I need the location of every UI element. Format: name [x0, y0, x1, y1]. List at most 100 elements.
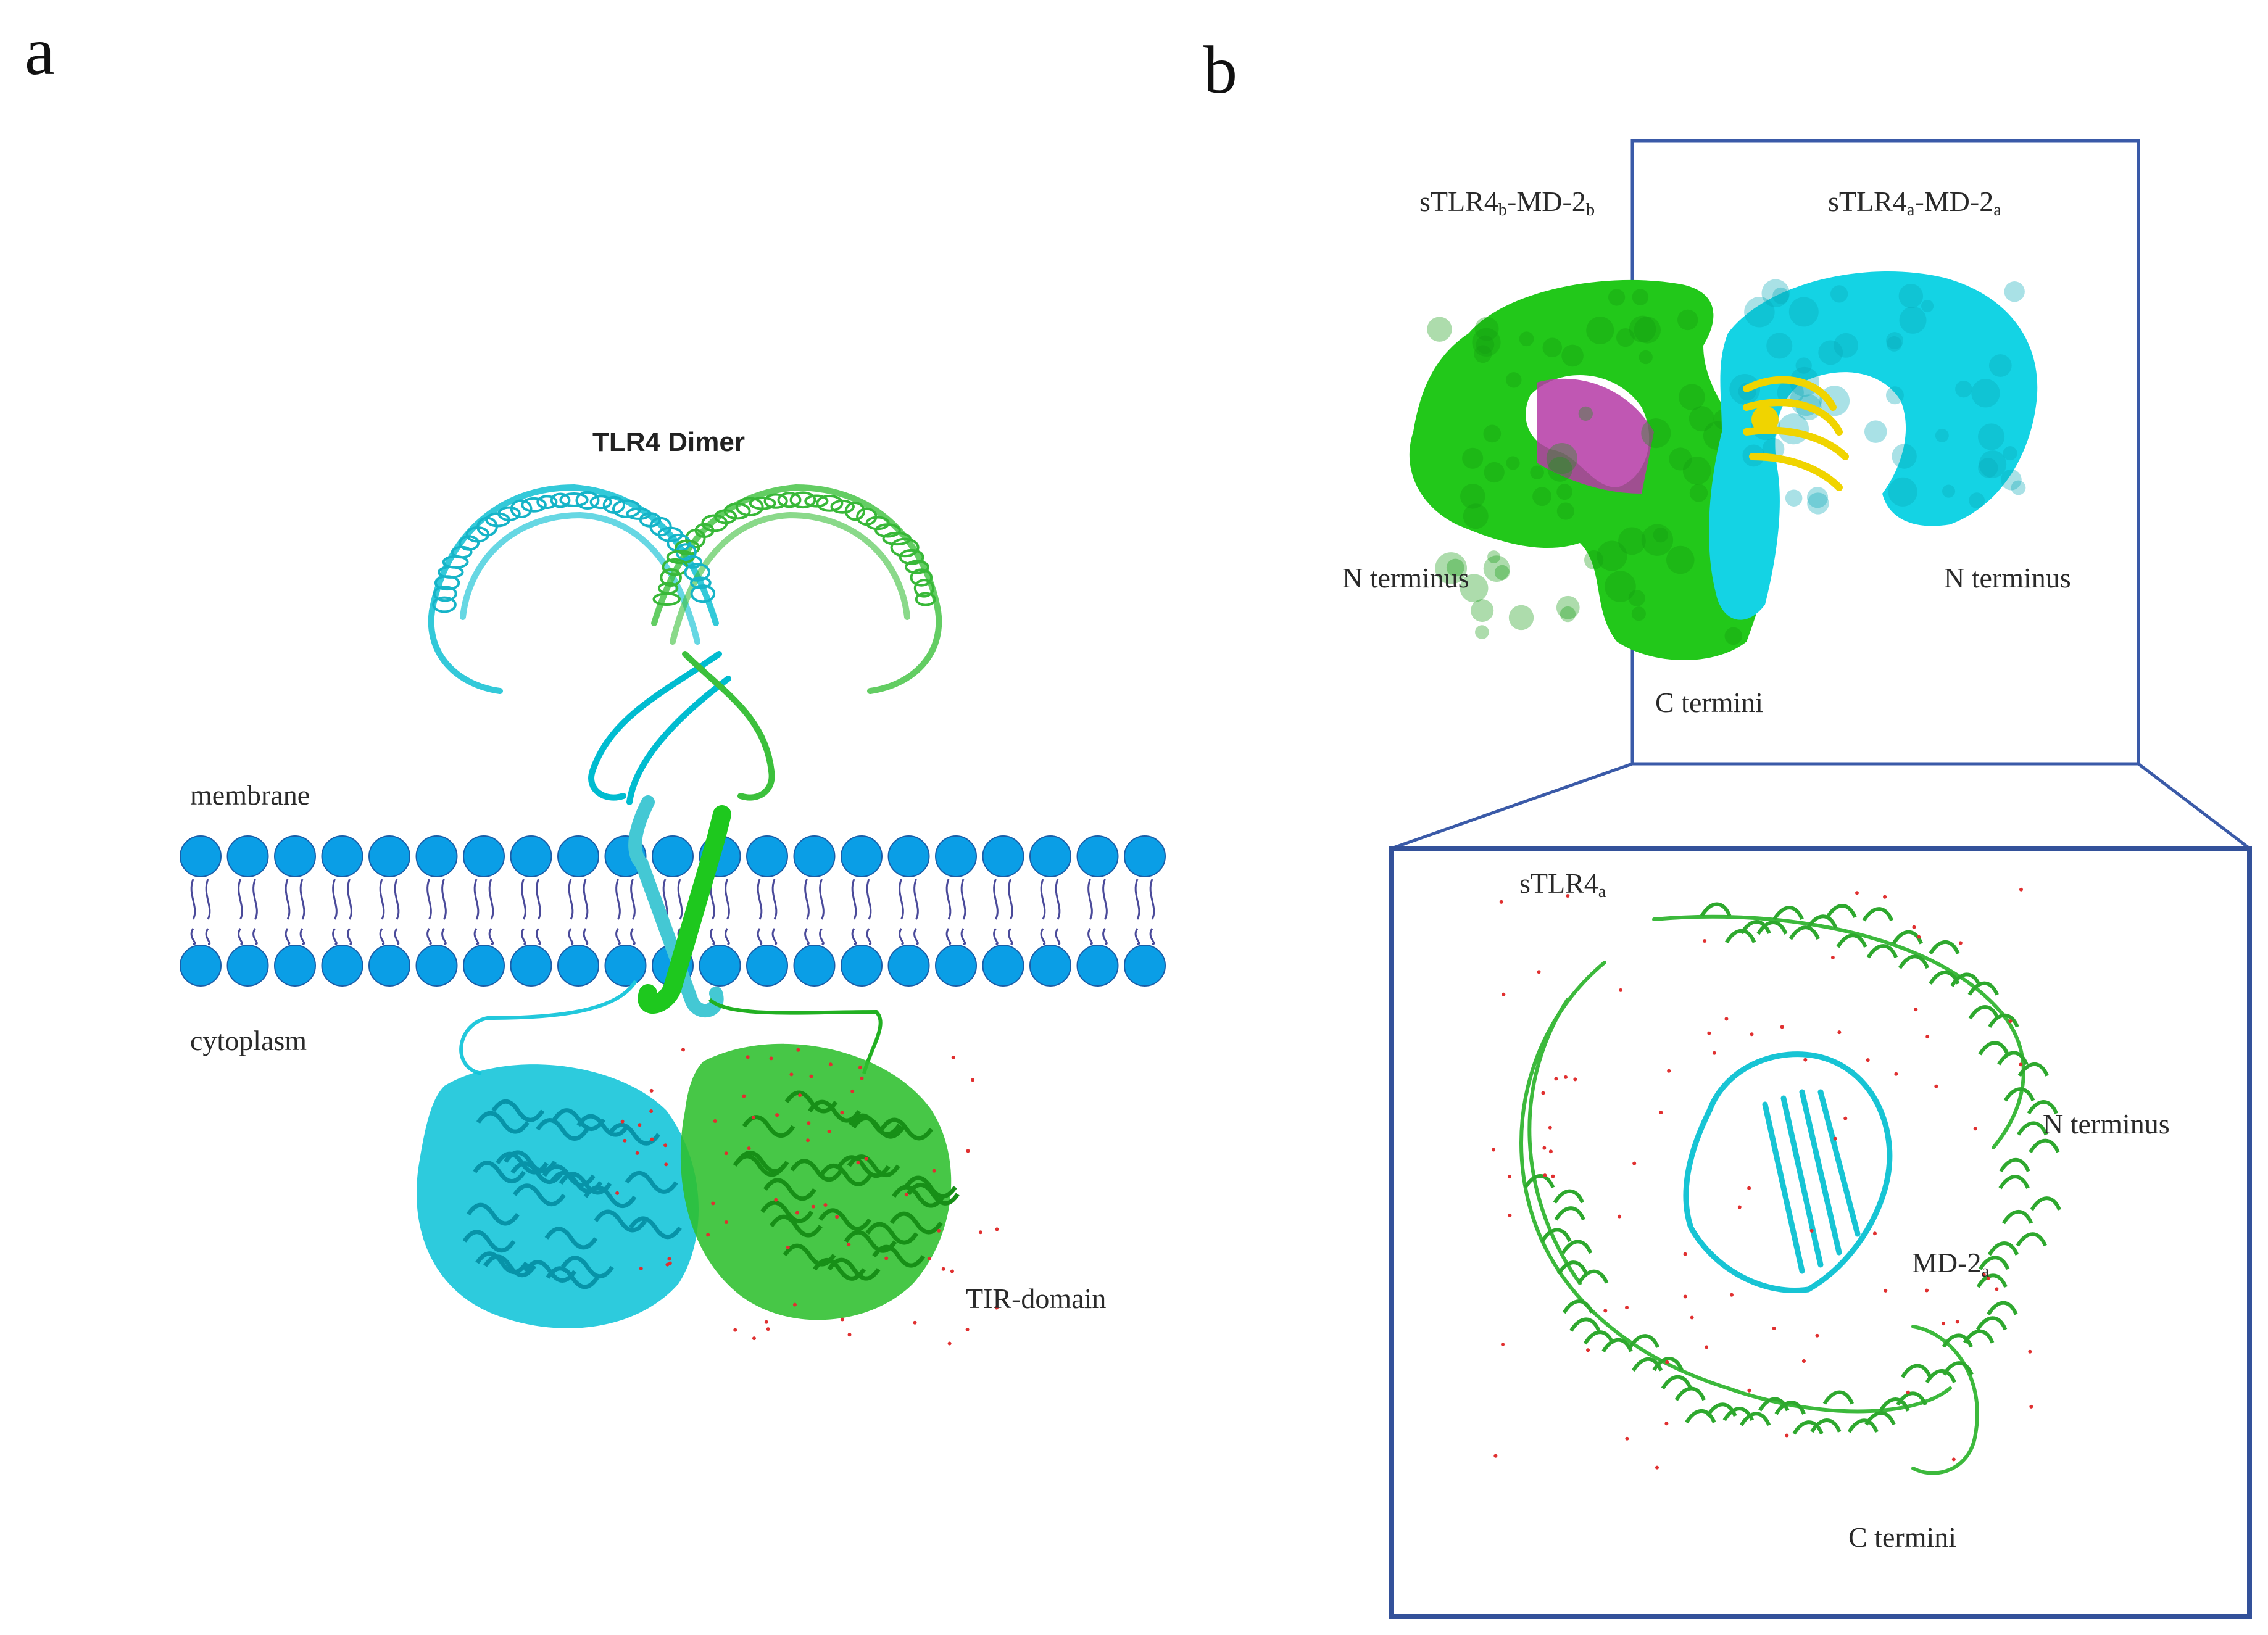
lipid-head [321, 835, 363, 877]
water-dot [1499, 900, 1503, 904]
surface-bump [1631, 606, 1646, 621]
water-dot [752, 1336, 756, 1341]
strand-mark [1898, 954, 1930, 969]
helix-mark [733, 1154, 786, 1177]
water-dot [1925, 1035, 1930, 1039]
water-dot [971, 1078, 975, 1082]
loop-mark [915, 592, 936, 606]
water-dot [1543, 1173, 1547, 1178]
lipid-head [510, 945, 552, 987]
lipid-tail [993, 879, 999, 920]
surface-bump [1899, 306, 1927, 334]
water-dot [1508, 1213, 1512, 1217]
surface-bump [1886, 336, 1902, 352]
helix-mark [813, 1257, 866, 1281]
lipid-head [1076, 835, 1119, 877]
lipid-head [1124, 945, 1166, 987]
helix-mark [760, 1200, 814, 1223]
strand-mark [1631, 1357, 1663, 1372]
water-dot [1618, 1214, 1622, 1219]
lipid-head [841, 945, 883, 987]
surface-bump [1679, 384, 1705, 410]
water-dot [1982, 1272, 1986, 1277]
helix-mark [607, 1122, 661, 1146]
lipid-head [699, 945, 741, 987]
tir-domain-cyan [417, 1064, 699, 1328]
lipid-tail [205, 928, 211, 945]
lipid-tail [379, 928, 385, 945]
lipid-tail [1087, 928, 1093, 945]
water-dot [649, 1109, 654, 1114]
strand-mark [1652, 1357, 1684, 1372]
surface-bump [1971, 379, 2000, 408]
surface-bump [1618, 527, 1646, 555]
surface-bump [1506, 372, 1522, 388]
water-dot [840, 1317, 844, 1322]
water-dot [650, 1137, 654, 1141]
strand-mark [1997, 1051, 2029, 1066]
surface-bump [1474, 317, 1499, 341]
zoom-connector [1391, 762, 2251, 850]
strand-mark [1942, 1333, 1974, 1348]
lipid-tail [615, 879, 621, 920]
tlr4-dimer-title: TLR4 Dimer [592, 427, 745, 457]
lipid-head [604, 945, 647, 987]
lipid-tail [441, 928, 447, 945]
loop-mark [432, 596, 457, 613]
loop-mark [789, 491, 816, 509]
tir-domain-green [680, 1043, 960, 1320]
surface-bump [1669, 447, 1692, 471]
helix-mark [536, 1118, 589, 1141]
lipid-tail [347, 928, 352, 945]
water-dot [966, 1149, 970, 1153]
lipid-tail [332, 928, 338, 945]
lipid-head [321, 945, 363, 987]
surface-bump [1435, 552, 1468, 584]
strand-mark [1987, 1241, 2019, 1256]
water-dot [1690, 1315, 1694, 1320]
strand-mark [2030, 1196, 2061, 1211]
strand-mark [1866, 944, 1898, 959]
water-dots [615, 1048, 999, 1346]
water-dot [1925, 1288, 1929, 1293]
strand-mark [1774, 1401, 1806, 1415]
strand-mark [1792, 1420, 1824, 1435]
strand-mark [1628, 1334, 1660, 1349]
lipid-tail [285, 928, 291, 945]
transmembrane-helix [628, 795, 731, 1017]
helix-mark [865, 1222, 919, 1245]
water-dot [1563, 1075, 1568, 1079]
helix-mark [808, 1099, 861, 1123]
helix-mark [483, 1254, 536, 1278]
lipid-tail [252, 879, 258, 920]
helix-mark [827, 1257, 881, 1281]
water-dot [766, 1327, 770, 1331]
lipid-head [368, 945, 410, 987]
c-termini-zoom-label: C termini [1848, 1521, 1957, 1553]
water-dot [1830, 955, 1835, 959]
surface-bump [1483, 555, 1510, 582]
lipid-head [510, 835, 552, 877]
strand-mark [1554, 1206, 1585, 1221]
lipid-tail [851, 928, 857, 945]
loop-mark [913, 579, 935, 598]
surface-bump [1978, 458, 1998, 478]
strand-mark [1562, 1299, 1594, 1314]
water-dot [1986, 1276, 1990, 1280]
water-dot [1625, 1306, 1629, 1310]
helix-mark [475, 1251, 529, 1275]
lipid-tail [1134, 879, 1140, 920]
water-dot [620, 1119, 625, 1124]
water-dot [947, 1341, 952, 1346]
strand-mark [1806, 914, 1838, 929]
surface-bump [1471, 599, 1494, 623]
water-dot [1632, 1161, 1637, 1165]
loop-mark [433, 586, 457, 602]
helix-mark [476, 1111, 530, 1134]
water-dot [927, 1256, 931, 1260]
surface-bump [1608, 289, 1626, 306]
helix-mark [837, 1155, 891, 1178]
surface-bump [1807, 492, 1829, 515]
strand-mark [1523, 1174, 1555, 1189]
water-dot [1502, 992, 1506, 996]
